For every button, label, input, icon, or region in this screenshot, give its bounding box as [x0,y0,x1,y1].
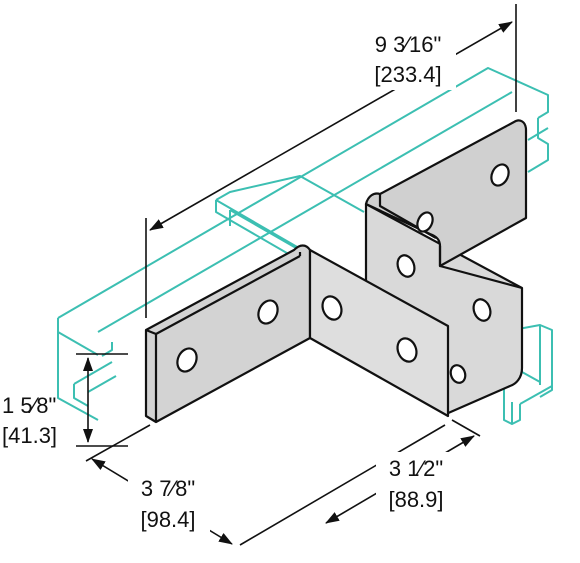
label-length: 9 3⁄16" [233.4] [360,28,456,90]
height-inches: 1 5⁄8" [2,393,56,418]
leg-a-mm: [98.4] [140,507,195,532]
height-mm: [41.3] [2,423,57,448]
label-leg-b: 3 1⁄2" [88.9] [376,452,458,514]
length-mm: [233.4] [374,62,441,87]
label-leg-a-background [128,472,210,534]
label-leg-a: 3 7⁄8" [98.4] [128,472,210,534]
leg-b-extension [451,419,481,437]
leg-a-inches: 3 7⁄8" [141,476,195,501]
leg-b-inches: 3 1⁄2" [389,456,443,481]
label-length-background [360,28,456,90]
leg-b-mm: [88.9] [388,487,443,512]
dimension-height [76,353,128,447]
leg-a-extension-left [85,424,151,462]
label-leg-b-background [376,452,458,514]
length-inches: 9 3⁄16" [375,32,442,57]
left-bracket [144,244,450,424]
label-height: 1 5⁄8" [41.3] [2,393,57,448]
